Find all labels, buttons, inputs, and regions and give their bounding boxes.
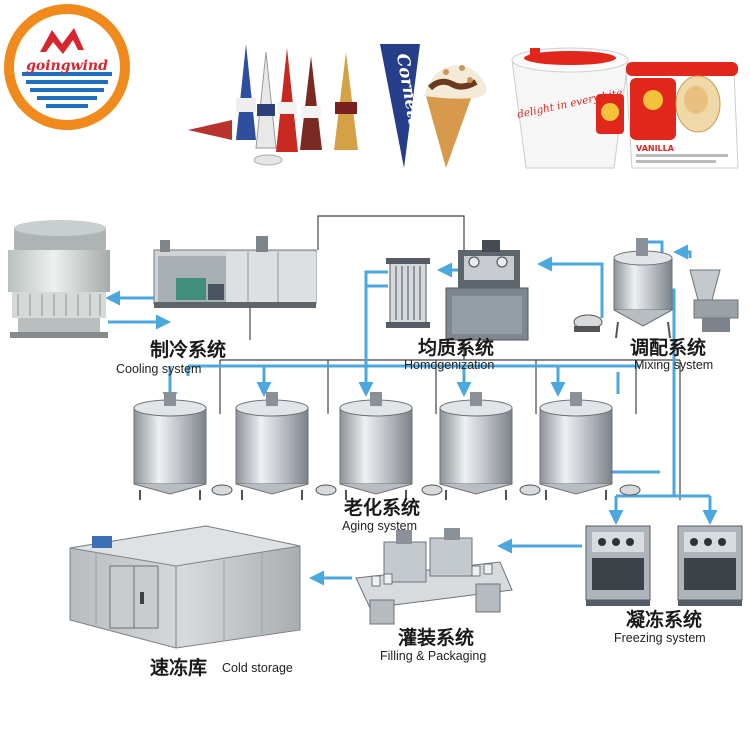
filling-packaging-machine [355, 528, 513, 625]
aging-label-zh: 老化系统 [344, 496, 420, 519]
cold-storage-room [69, 525, 301, 649]
cooling-tower [8, 220, 110, 338]
brand-logo: goingwind [4, 4, 130, 130]
ice-cream-cup: delight in every bite VANILLA [511, 47, 739, 169]
filling-label-zh: 灌装系统 [398, 626, 474, 649]
cup-flavor: VANILLA [636, 144, 675, 153]
cold-label-en: Cold storage [222, 661, 293, 675]
plate-heat-exchanger [386, 258, 430, 328]
continuous-freezers [585, 525, 743, 606]
aging-tank-4 [439, 392, 541, 500]
filling-label-en: Filling & Packaging [380, 649, 486, 663]
logo-stripes [22, 72, 112, 108]
aging-tank-3 [339, 392, 443, 500]
cone-products [188, 44, 358, 166]
mixing-label-zh: 调配系统 [630, 336, 706, 359]
logo-mark-icon [40, 28, 84, 54]
aging-tank-5 [539, 392, 641, 500]
aging-tank-2 [235, 392, 337, 500]
homog-label-zh: 均质系统 [418, 336, 494, 359]
mixing-label-en: Mixing system [634, 358, 713, 372]
homog-label-en: Homogenization [404, 358, 494, 372]
cornetto-cone: Cornetto [380, 44, 487, 168]
cooling-label-en: Cooling system [116, 362, 201, 376]
aging-tank-1 [133, 392, 233, 500]
aging-label-en: Aging system [342, 519, 417, 533]
aging-tanks [133, 392, 641, 500]
mixing-pump [573, 314, 603, 332]
logo-text: goingwind [26, 58, 108, 74]
cold-label-zh: 速冻库 [150, 656, 207, 679]
freezing-label-en: Freezing system [614, 631, 706, 645]
refrigeration-unit [153, 236, 317, 308]
colloid-mill [689, 269, 739, 332]
mixing-tank [613, 238, 673, 339]
freezer-2 [677, 525, 743, 606]
homogenizer [445, 240, 529, 341]
cooling-label-zh: 制冷系统 [150, 338, 226, 361]
freezing-label-zh: 凝冻系统 [626, 608, 702, 631]
freezer-1 [585, 525, 651, 606]
